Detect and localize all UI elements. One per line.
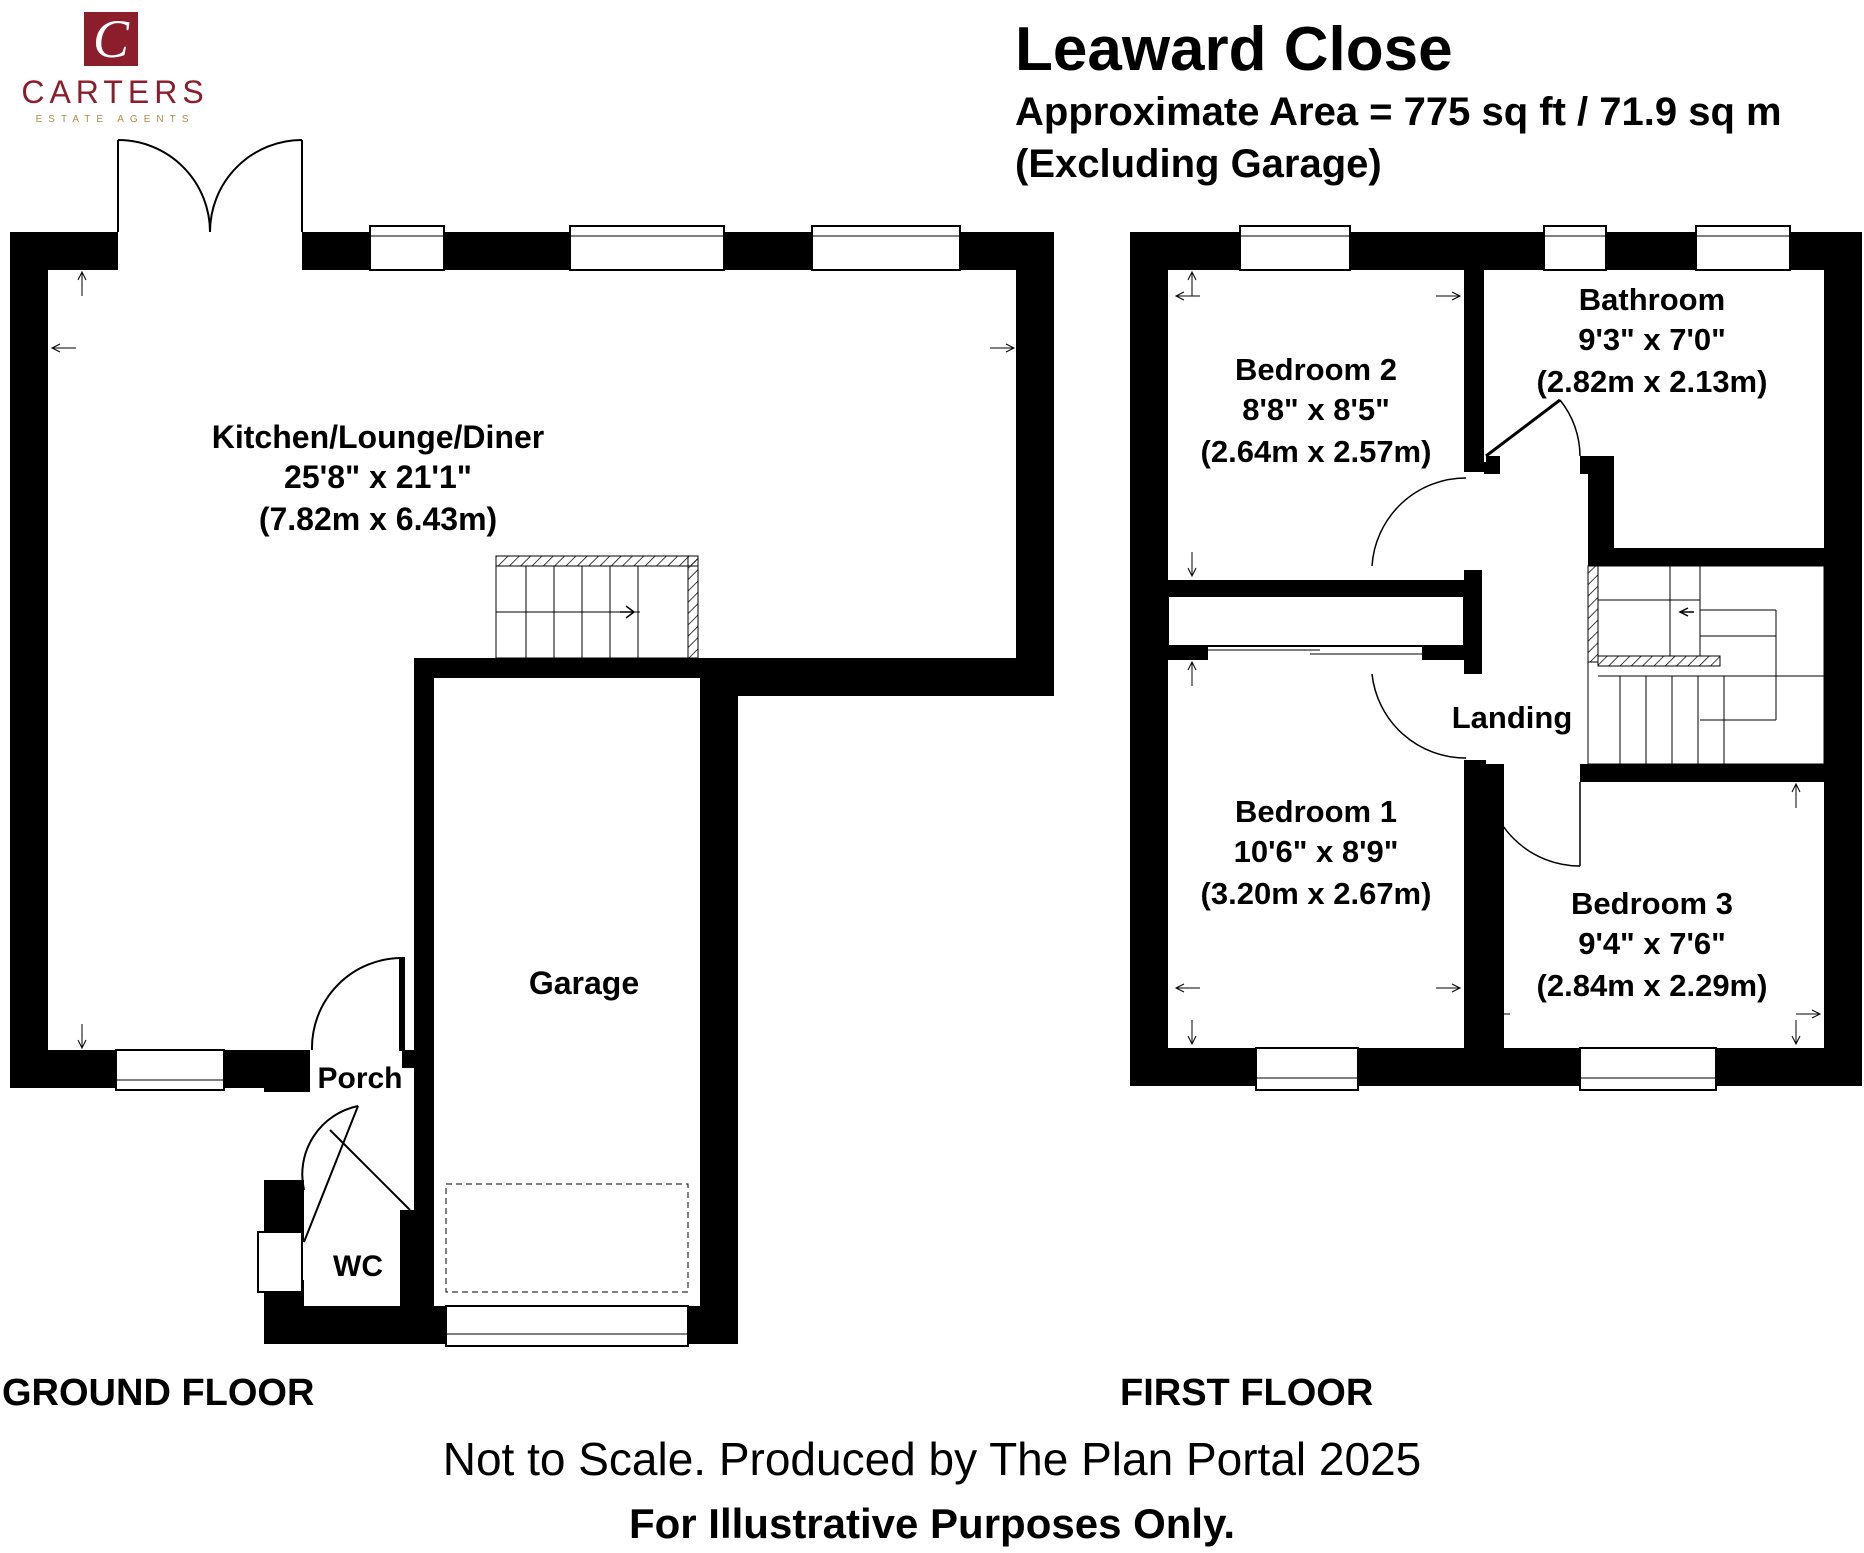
logo-name: CARTERS <box>21 74 209 110</box>
ground-floor-plan <box>10 139 1054 1347</box>
area-summary: Approximate Area = 775 sq ft / 71.9 sq m <box>1015 90 1782 134</box>
carters-logo: C CARTERS ESTATE AGENTS <box>20 12 210 132</box>
bathroom-door <box>1485 398 1581 458</box>
wardrobe <box>1167 595 1465 647</box>
porch-door <box>310 957 405 1051</box>
bedroom-2-imperial: 8'8" x 8'5" <box>1242 392 1390 427</box>
bedroom-3-imperial: 9'4" x 7'6" <box>1578 926 1726 961</box>
logo-mark: C <box>84 12 138 66</box>
bathroom-metric: (2.82m x 2.13m) <box>1537 364 1768 399</box>
bedroom-2-door <box>1371 477 1467 567</box>
porch-name: Porch <box>317 1062 402 1095</box>
wc-door <box>301 1105 411 1243</box>
ground-floor-label: GROUND FLOOR <box>2 1372 315 1414</box>
ground-floor-walls <box>10 232 1054 1344</box>
bedroom-1-imperial: 10'6" x 8'9" <box>1234 834 1399 869</box>
kitchen-metric: (7.82m x 6.43m) <box>259 501 497 537</box>
header: Leaward Close Approximate Area = 775 sq … <box>1015 14 1782 190</box>
bedroom-3-metric: (2.84m x 2.29m) <box>1537 968 1768 1003</box>
bedroom-2-metric: (2.64m x 2.57m) <box>1201 434 1432 469</box>
bedroom-3-door <box>1485 771 1581 867</box>
bedroom-2-name: Bedroom 2 <box>1235 352 1397 387</box>
french-doors <box>117 139 303 233</box>
bedroom-1-door <box>1371 673 1467 759</box>
garage-name: Garage <box>529 965 639 1001</box>
first-floor-dimension-arrows <box>1174 270 1822 1046</box>
footer-scale-note: Not to Scale. Produced by The Plan Porta… <box>442 1433 1422 1485</box>
first-floor-plan <box>1130 225 1862 1091</box>
bathroom-imperial: 9'3" x 7'0" <box>1578 322 1726 357</box>
logo-tagline: ESTATE AGENTS <box>35 114 195 125</box>
first-floor-windows <box>1239 225 1791 1091</box>
footer-disclaimer: For Illustrative Purposes Only. <box>628 1500 1236 1547</box>
area-note: (Excluding Garage) <box>1015 142 1382 186</box>
bedroom-3-name: Bedroom 3 <box>1571 886 1733 921</box>
bedroom-1-metric: (3.20m x 2.67m) <box>1201 876 1432 911</box>
garage-door-outline <box>445 1183 689 1293</box>
wc-name: WC <box>333 1250 383 1283</box>
first-floor-stairs <box>1587 565 1825 765</box>
bathroom-name: Bathroom <box>1579 282 1725 317</box>
wardrobe-sliding-doors <box>1208 649 1422 655</box>
ground-floor-stairs <box>495 555 699 659</box>
window-glazing-lines <box>116 235 960 1335</box>
kitchen-name: Kitchen/Lounge/Diner <box>212 419 544 455</box>
landing-name: Landing <box>1452 700 1573 735</box>
first-window-glazing-lines <box>1240 235 1790 1079</box>
kitchen-imperial: 25'8" x 21'1" <box>284 459 472 495</box>
bedroom-1-name: Bedroom 1 <box>1235 794 1397 829</box>
property-title: Leaward Close <box>1015 15 1453 84</box>
ground-floor-windows <box>115 225 961 1347</box>
first-floor-label: FIRST FLOOR <box>1120 1372 1374 1414</box>
kitchen-dimension-arrows <box>50 270 1016 1050</box>
